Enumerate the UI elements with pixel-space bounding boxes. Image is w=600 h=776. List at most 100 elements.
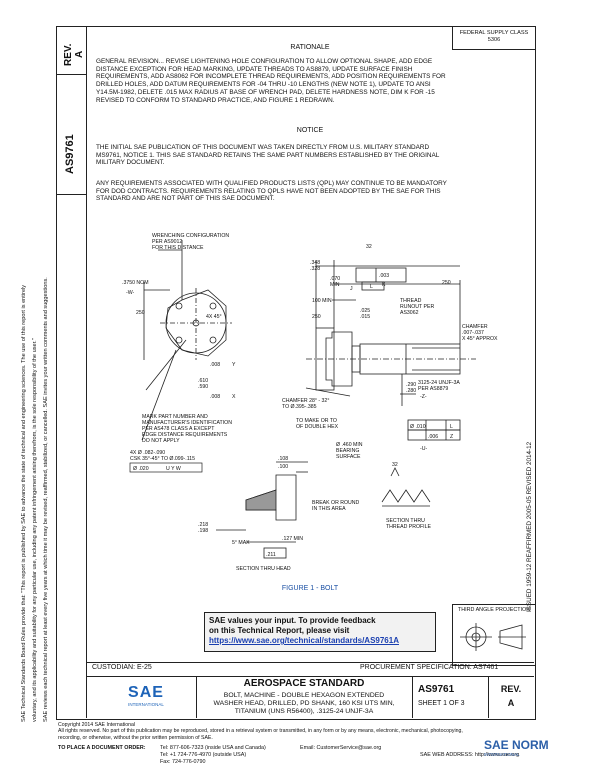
- chamfer-r-2: .007-.037: [462, 330, 484, 336]
- sf-32b: 32: [392, 462, 398, 468]
- title-rev-label: REV.: [500, 684, 522, 694]
- sae-logo-text: SAE: [128, 684, 164, 701]
- datum-l: L: [370, 284, 373, 290]
- left-rev-label: REV.: [63, 43, 74, 66]
- thread-profile: [381, 467, 431, 507]
- hole-note-1: 4X Ø .082-.090: [130, 450, 165, 456]
- wrench-config-2: PER AS9012: [152, 239, 182, 245]
- thread-2: PER AS8879: [418, 386, 448, 392]
- dim-070: .070: [330, 276, 340, 282]
- notice-line: THE INITIAL SAE PUBLICATION OF THIS DOCU…: [96, 144, 430, 151]
- max-5: 5° MAX: [232, 540, 250, 546]
- left-column: REV. A AS9761: [56, 26, 87, 718]
- break-note-1: BREAK OR ROUND: [312, 500, 360, 506]
- thread-1: 3125-24 UNJF-3A: [418, 380, 460, 386]
- email[interactable]: Email: CustomerService@sae.org: [300, 745, 382, 751]
- min-100: 100 MIN: [312, 298, 332, 304]
- left-docnum-cell: AS9761: [56, 74, 86, 195]
- dim-j: J: [350, 286, 353, 292]
- bolt-drawing: WRENCHING CONFIGURATION PER AS9012 FOR T…: [122, 233, 498, 592]
- bearing-1: Ø .460 MIN: [336, 442, 363, 448]
- rationale-line: Y14.5M-1982, DELETE .015 MAX RADIUS AT B…: [96, 88, 435, 96]
- hex-note-2: OF DOUBLE HEX: [296, 424, 339, 430]
- bearing-3: SURFACE: [336, 454, 361, 460]
- tel-1: Tel: 877-606-7323 (inside USA and Canada…: [160, 745, 266, 751]
- web-address[interactable]: SAE WEB ADDRESS: http://www.sae.org: [420, 752, 520, 758]
- order-label: TO PLACE A DOCUMENT ORDER:: [58, 745, 146, 751]
- rights-line-1: All rights reserved. No part of this pub…: [58, 728, 463, 735]
- dim-280: .280: [406, 388, 416, 394]
- chamfer-r-1: CHAMFER: [462, 324, 488, 330]
- title-desc-line: WASHER HEAD, DRILLED, PD SHANK, 160 KSI …: [213, 700, 395, 707]
- fc-perp: .006: [428, 434, 438, 440]
- wrench-config-3: FOR THIS DISTANCE: [152, 245, 204, 251]
- tol-008b: .008: [210, 394, 220, 400]
- datum-u: -U-: [420, 446, 427, 452]
- pos-ref: U Y W: [166, 466, 181, 472]
- rationale-line: DISTANCE EXCEPTION FOR HEAD MARKING, UPD…: [96, 65, 413, 73]
- title-divider-1: [196, 676, 197, 718]
- title-divider-2: [412, 676, 413, 718]
- title-doc-number: AS9761: [418, 684, 455, 695]
- angle-45: 4X 45°: [206, 314, 222, 320]
- dim-100: .100: [278, 464, 288, 470]
- datum-y: Y: [232, 362, 236, 368]
- end-view: [141, 240, 232, 441]
- section-thread-1: SECTION THRU: [386, 518, 425, 524]
- dim-108: .108: [278, 456, 288, 462]
- tol-008: .008: [210, 362, 220, 368]
- fc-pos: Ø .010: [410, 424, 426, 430]
- rights-line-2: recording, or otherwise, without the pri…: [58, 734, 213, 741]
- notice-line: ANY REQUIREMENTS ASSOCIATED WITH QUALIFI…: [96, 180, 447, 187]
- dim-198: .198: [198, 528, 208, 534]
- dim-218: .218: [198, 522, 208, 528]
- sf-250-right: 250: [442, 280, 451, 286]
- standard-label: AEROSPACE STANDARD: [243, 678, 365, 689]
- projection-symbol-icon: [460, 622, 526, 651]
- chamfer-l-1: CHAMFER 28° - 32°: [282, 398, 329, 404]
- dim-590: .590: [198, 384, 208, 390]
- revision-history: ISSUED 1959-12 REAFFIRMED 2005-05 REVISE…: [526, 441, 533, 612]
- dim-k: K: [382, 282, 386, 288]
- title-sheet: SHEET 1 OF 3: [418, 700, 465, 707]
- hex-note-1: TO MAKE OR TO: [296, 418, 337, 424]
- title-desc-line: BOLT, MACHINE - DOUBLE HEXAGON EXTENDED: [223, 692, 385, 699]
- bearing-2: BEARING: [336, 448, 359, 454]
- mark-note-2: MANUFACTURER'S IDENTIFICATION: [142, 420, 232, 426]
- dim-015: .015: [360, 314, 370, 320]
- copyright: Copyright 2014 SAE International: [58, 722, 135, 728]
- runout-3: AS3062: [400, 310, 419, 316]
- footer: Copyright 2014 SAE International All rig…: [58, 722, 548, 741]
- title-desc-line: TITANIUM (UNS R56400), .3125-24 UNJF-3A: [234, 708, 374, 715]
- rationale-line: REVISED TO CONFORM TO STANDARD PRACTICE,…: [96, 96, 335, 104]
- drawing-frame: [56, 26, 536, 720]
- feedback-line-1: SAE values your input. To provide feedba…: [209, 616, 376, 625]
- datum-w: -W-: [126, 290, 135, 296]
- figure-caption: FIGURE 1 - BOLT: [282, 585, 339, 592]
- feedback-link[interactable]: https://www.sae.org/technical/standards/…: [209, 636, 399, 645]
- sf-250b: 250: [312, 314, 321, 320]
- rationale-body: GENERAL REVISION... REVISE LIGHTENING HO…: [96, 58, 536, 104]
- feedback-line-2: on this Technical Report, please visit: [209, 626, 350, 635]
- hole-note-2: CSK 35°-45° TO Ø.099-.115: [130, 456, 195, 462]
- notice-line: STANDARD AND ARE NOT PART OF THIS SAE DO…: [96, 195, 275, 203]
- left-doc-number: AS9761: [64, 134, 76, 174]
- fc-003: .003: [379, 273, 389, 279]
- rationale-line: DRILLED HOLES, ADD DATUM REQUIREMENTS FO…: [96, 81, 431, 89]
- fed-supply-box: FEDERAL SUPPLY CLASS 5306: [452, 26, 536, 50]
- row-divider: [86, 662, 534, 663]
- side-note-line-1: SAE Technical Standards Board Rules prov…: [21, 284, 27, 722]
- notice-line: MS9761, NOTICE 1. THIS SAE STANDARD RETA…: [96, 151, 440, 159]
- dim-290: .290: [406, 382, 416, 388]
- sf-250-left: 250: [136, 310, 145, 316]
- watermark-text: SAE NORM: [484, 738, 549, 752]
- bolt-head-profile: [325, 331, 353, 387]
- datum-z: -Z-: [420, 394, 427, 400]
- notice-heading: NOTICE: [296, 127, 324, 134]
- notice-line: MILITARY DOCUMENT.: [96, 159, 165, 167]
- dim-211: .211: [266, 552, 276, 558]
- sae-logo-sub: INTERNATIONAL: [128, 702, 164, 707]
- break-note-2: IN THIS AREA: [312, 506, 346, 512]
- left-rev-cell: REV. A: [56, 26, 86, 75]
- tel-2: Tel: +1 724-776-4970 (outside USA): [160, 752, 247, 758]
